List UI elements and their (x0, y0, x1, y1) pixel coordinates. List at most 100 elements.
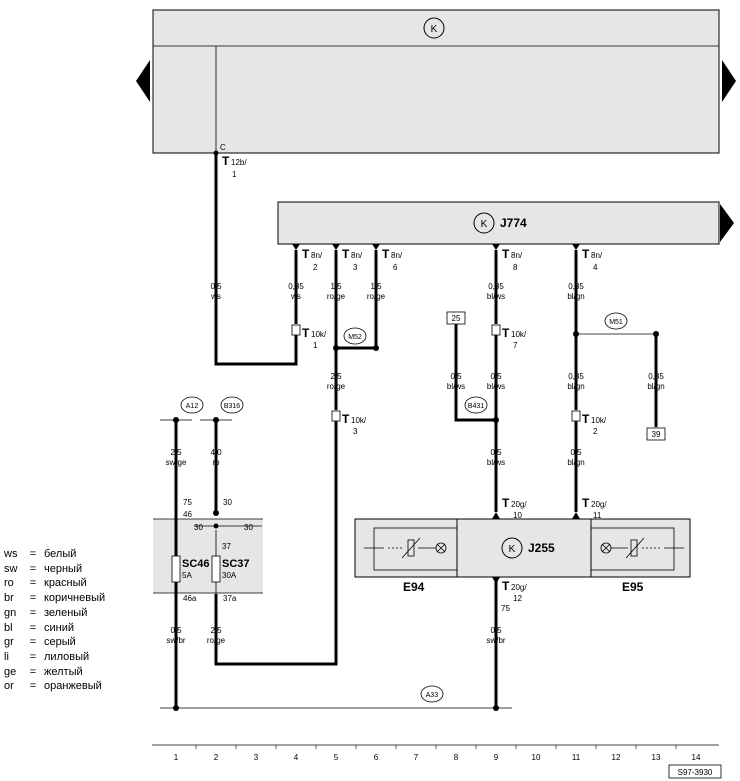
wire-gauge: 2,5 (210, 626, 222, 635)
ground-symbol-label: K (431, 24, 438, 35)
legend-code: sw (4, 562, 18, 575)
ref-39: 39 (652, 430, 661, 439)
sc37-rating: 30A (222, 571, 237, 580)
ground-symbol-icon (423, 17, 445, 39)
e94-label: E94 (403, 580, 425, 594)
legend-row: gn=зеленый (4, 606, 105, 621)
legend-code: li (4, 650, 9, 663)
t8n3-pin: 3 (353, 263, 358, 272)
legend-code: ws (4, 548, 18, 560)
wire-color: sw/br (166, 636, 185, 645)
t8n8-pin: 8 (513, 263, 518, 272)
t10k3-letter: T (342, 412, 350, 426)
wire-color: bl/ws (487, 458, 505, 467)
fuses (171, 555, 221, 583)
wire-gauge: 0,5 (570, 448, 582, 457)
legend-row: bl=синий (4, 621, 105, 636)
ground-symbol-icon (473, 212, 495, 234)
e94-switch-icon (364, 537, 447, 559)
wire-color: ro (212, 458, 220, 467)
fuse-carrier-band (153, 518, 263, 594)
column-number: 7 (414, 753, 419, 762)
wire-color: bl/ws (487, 382, 505, 391)
wire-gauge: 0,5 (490, 372, 502, 381)
legend-code: ro (4, 577, 14, 590)
wire-ref25 (454, 324, 496, 422)
wire-gauge: 0,5 (210, 282, 222, 291)
legend-equals: = (29, 562, 37, 575)
t12b-pin-letter: C (220, 143, 226, 152)
wire-gauge: 1,5 (330, 282, 342, 291)
t8n6-sub: 8n/ (391, 251, 403, 260)
terminal-30-top: 30 (223, 498, 232, 507)
t20g12-terminal: 75 (501, 604, 510, 613)
t10k1-pin: 1 (313, 341, 318, 350)
terminal-numbers: 75 46 30 30 30 37 46a 37a (183, 498, 253, 603)
column-number: 12 (612, 753, 621, 762)
column-number: 11 (572, 753, 581, 762)
t10k2-pin: 2 (593, 427, 598, 436)
thin-connections (152, 333, 719, 746)
legend-row: li = лиловый (4, 650, 105, 665)
node-m52 (343, 327, 367, 345)
terminal-37: 37 (222, 542, 231, 551)
wire-color: ro/ge (207, 636, 226, 645)
sc46-rating: 5A (182, 571, 192, 580)
fuse-sc37 (211, 555, 221, 583)
legend-code: gr (4, 636, 14, 649)
t10k7-letter: T (502, 326, 510, 340)
fuse-sc46 (171, 555, 181, 583)
legend-row: ws=белый (4, 547, 105, 562)
ground-symbol-icon (501, 537, 523, 559)
wire-gauge: 1,5 (370, 282, 382, 291)
wire-gauge: 0,35 (488, 282, 504, 291)
legend-row: ro=красный (4, 576, 105, 591)
terminal-37a: 37a (223, 594, 237, 603)
column-number: 5 (334, 753, 339, 762)
wire-color: bl/gn (567, 292, 584, 301)
legend-meaning: синий (44, 621, 75, 634)
legend-equals: = (29, 592, 37, 605)
wire-gauge: 0,35 (568, 282, 584, 291)
legend-meaning: коричневый (44, 592, 106, 605)
legend-equals: = (29, 577, 37, 590)
ground-symbol-label: K (509, 544, 516, 555)
wire-color: ro/ge (327, 382, 346, 391)
inline-connectors (291, 324, 581, 422)
wire-color: ro/ge (327, 292, 346, 301)
node-b316-label: B316 (224, 403, 240, 410)
node-b431 (464, 396, 488, 414)
legend-meaning: белый (44, 548, 77, 560)
t20g10-pin: 10 (513, 511, 522, 520)
t10k7-pin: 7 (513, 341, 518, 350)
t10k2-letter: T (582, 412, 590, 426)
legend-meaning: серый (44, 636, 76, 649)
wire-color: bl/ws (447, 382, 465, 391)
t8n4-sub: 8n/ (591, 251, 603, 260)
j774-label: J774 (500, 216, 527, 230)
wire-gauge: 0,5 (170, 626, 182, 635)
t8n6-pin: 6 (393, 263, 398, 272)
t8n3-sub: 8n/ (351, 251, 363, 260)
ground-symbol-label: K (481, 219, 488, 230)
legend-row: br = коричневый (4, 591, 105, 606)
splice-points (173, 150, 659, 711)
column-number: 2 (214, 753, 219, 762)
wire-color: bl/ws (487, 292, 505, 301)
t20g10-sub: 20g/ (511, 500, 527, 509)
t8n8-letter: T (502, 247, 510, 261)
t20g11-letter: T (582, 496, 590, 510)
legend-code: br (4, 592, 14, 605)
legend-equals: = (29, 650, 37, 663)
t8n4-pin: 4 (593, 263, 598, 272)
j255-module: K J255 E94 E95 (354, 518, 691, 594)
wire-gauge: 0,35 (568, 372, 584, 381)
wire-color: ws (290, 292, 301, 301)
ref-25: 25 (452, 314, 461, 323)
legend-meaning: лиловый (44, 650, 90, 663)
wire-gauge: 2,5 (170, 448, 182, 457)
terminal-30-left: 30 (194, 523, 203, 532)
